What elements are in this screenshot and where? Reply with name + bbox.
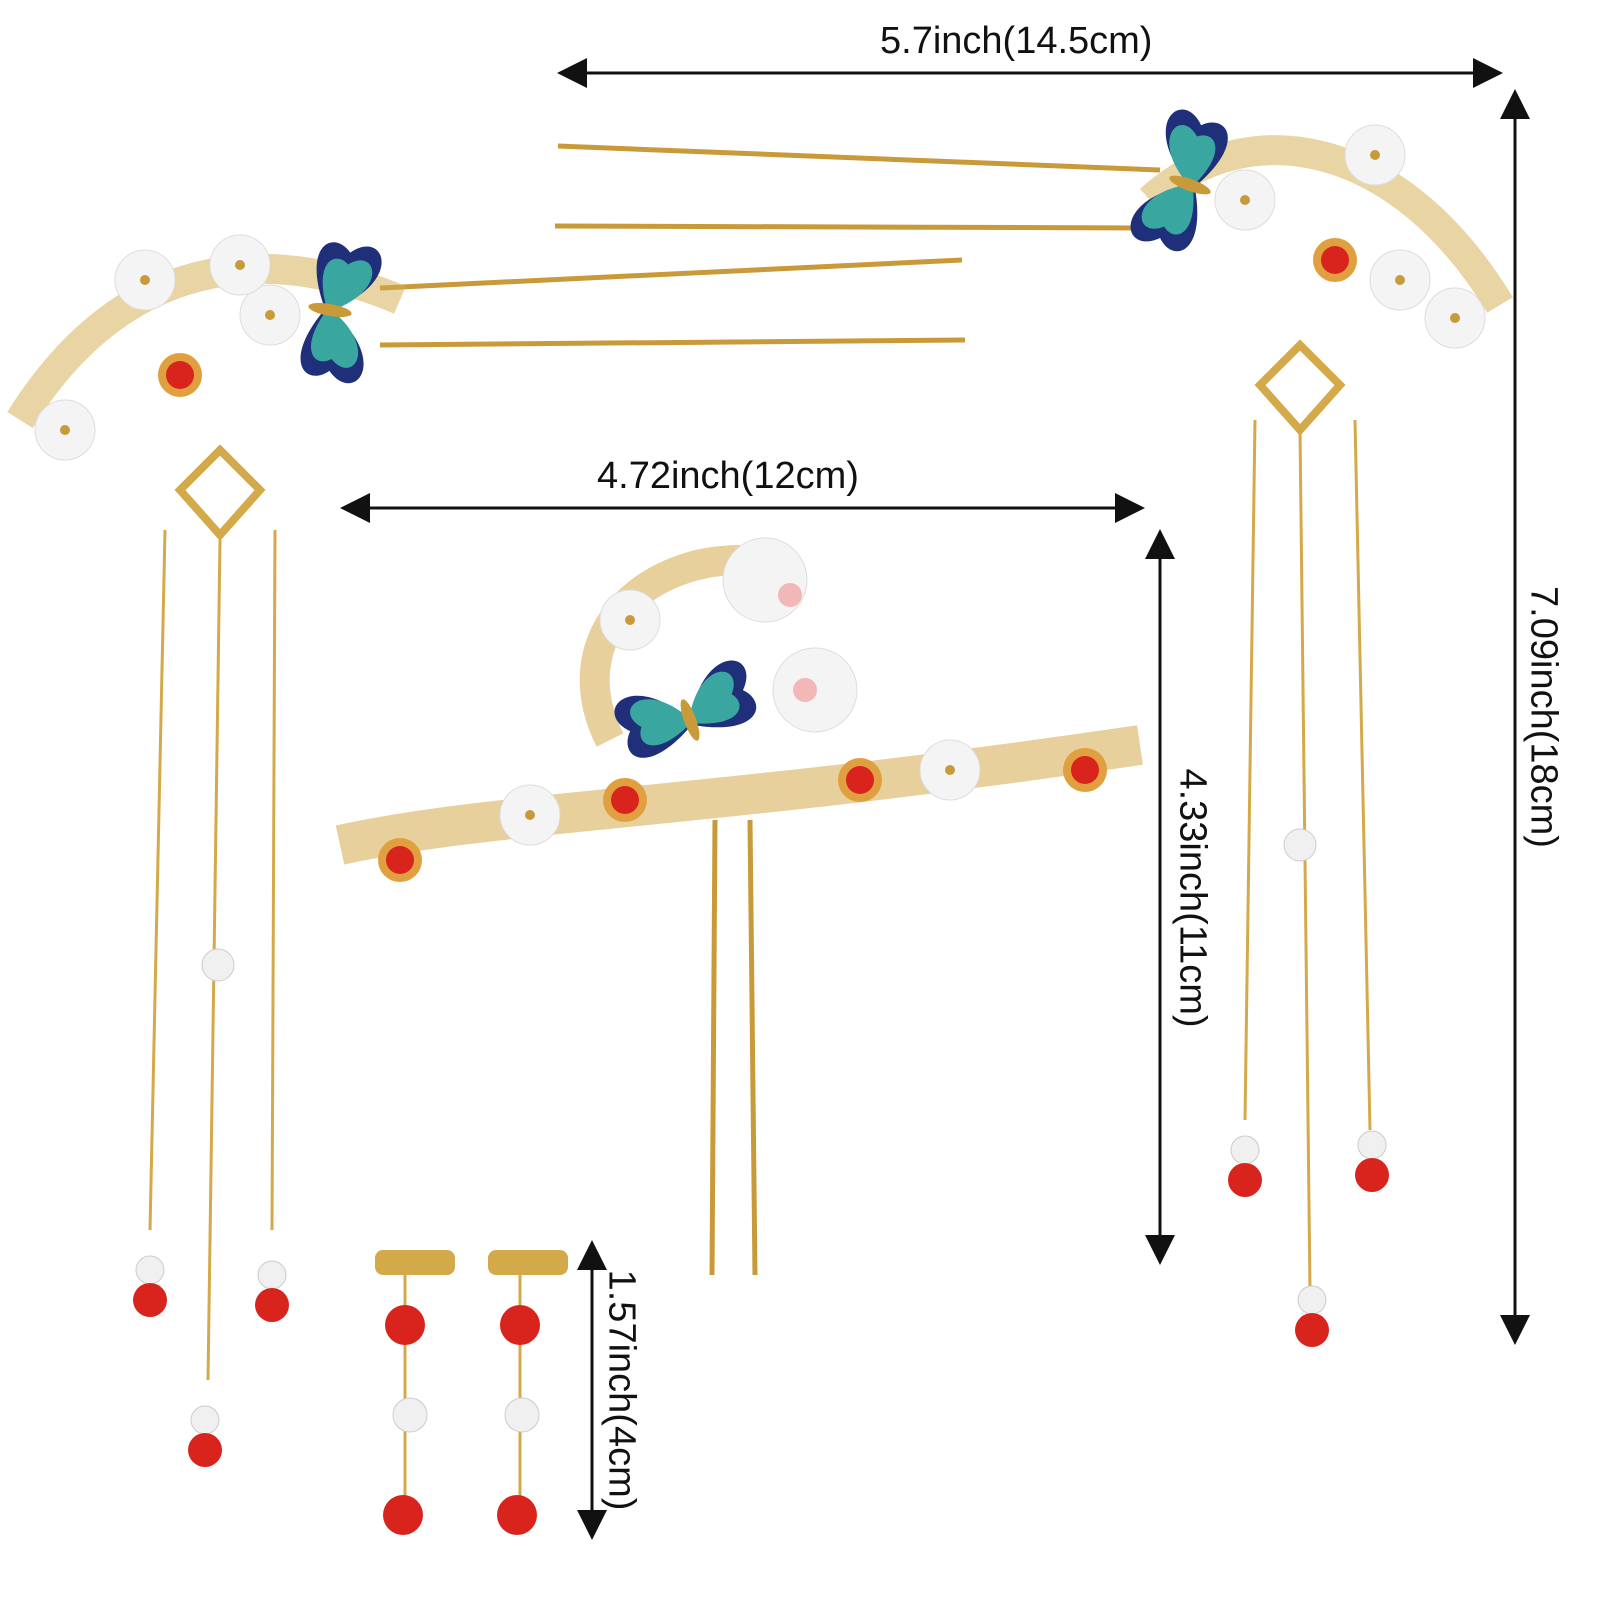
label-hairpin-width: 4.72inch(12cm) — [597, 455, 859, 497]
label-earring-length: 1.57inch(4cm) — [600, 1269, 643, 1511]
hairstick-right — [554, 105, 1513, 1348]
earrings — [375, 1250, 568, 1535]
label-hairstick-height: 7.09inch(18cm) — [1522, 586, 1565, 848]
label-hairpin-height: 4.33inch(11cm) — [1171, 768, 1214, 1028]
hairstick-left — [7, 234, 966, 1468]
hairpin-center — [335, 537, 1143, 1276]
label-hairstick-length: 5.7inch(14.5cm) — [880, 20, 1153, 62]
